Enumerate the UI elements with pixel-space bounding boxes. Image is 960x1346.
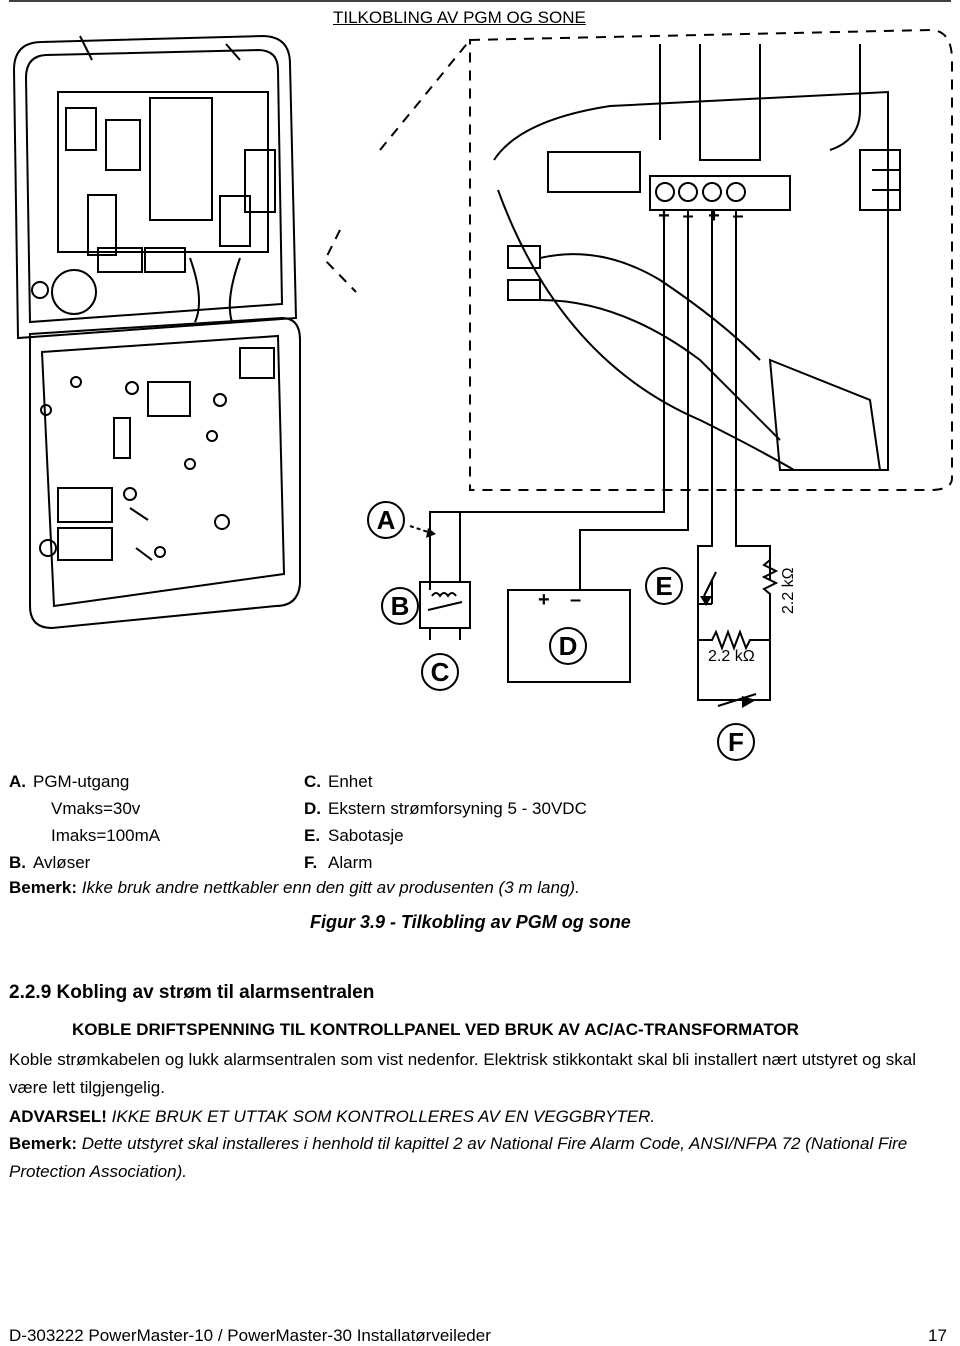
label-circle-d [549,627,587,665]
warning-line: ADVARSEL! IKKE BRUK ET UTTAK SOM KONTROL… [9,1103,944,1131]
label-circle-f [717,723,755,761]
figure-caption: Figur 3.9 - Tilkobling av PGM og sone [310,912,631,932]
control-panel-drawing [12,34,301,630]
legend-item-c: C.Enhet [304,772,373,791]
legend-item-a: A.PGM-utgang [9,772,130,791]
resistor-label-horizontal: 2.2 kΩ [708,648,755,665]
section-paragraph: Koble strømkabelen og lukk alarmsentrale… [9,1050,917,1097]
legend-left: A.PGM-utgang Vmaks=30v Imaks=100mA B.Avl… [9,768,160,876]
label-c: C [431,657,450,687]
label-b: B [391,591,410,621]
component-labels [367,501,755,761]
legend-right: C.Enhet D.Ekstern strømforsyning 5 - 30V… [304,768,587,876]
label-a: A [377,505,396,535]
section-note: Bemerk: Dette utstyret skal installeres … [9,1130,944,1186]
section-note-text: Dette utstyret skal installeres i henhol… [9,1134,908,1181]
zoom-guides [323,28,953,491]
label-d: D [559,631,578,661]
label-circle-b [381,587,419,625]
psu-minus-label: – [570,589,581,611]
terminal-plus-2: + [708,205,720,227]
zoomed-terminal-detail [493,44,901,471]
footer-page-number: 17 [928,1326,947,1345]
legend-item-e: E.Sabotasje [304,826,404,845]
warning-label: ADVARSEL! [9,1107,107,1126]
legend-item-vmax: Vmaks=30v [51,799,141,818]
label-circle-a [367,501,405,539]
section-note-label: Bemerk: [9,1134,78,1153]
label-e: E [655,571,672,601]
legend-item-f: F.Alarm [304,853,373,872]
legend-item-d: D.Ekstern strømforsyning 5 - 30VDC [304,799,587,818]
figure-title: TILKOBLING AV PGM OG SONE [333,8,586,27]
terminal-minus-2: – [732,205,743,227]
footer-document-title: D-303222 PowerMaster-10 / PowerMaster-30… [9,1326,491,1345]
label-f: F [728,727,744,757]
wiring-diagram: + – + – [9,0,953,761]
label-circle-c [421,653,459,691]
figure-note-label: Bemerk: [9,878,78,897]
section-subheading: KOBLE DRIFTSPENNING TIL KONTROLLPANEL VE… [72,1020,799,1039]
warning-text: IKKE BRUK ET UTTAK SOM KONTROLLERES AV E… [106,1107,656,1126]
psu-plus-label: + [538,589,550,611]
legend-item-b: B.Avløser [9,853,91,872]
label-circle-e [645,567,683,605]
figure-note: Bemerk: Ikke bruk andre nettkabler enn d… [9,878,580,898]
resistor-label-vertical: 2.2 kΩ [780,567,797,614]
figure-note-text: Ikke bruk andre nettkabler enn den gitt … [77,878,580,897]
wiring-schematic [419,210,779,707]
terminal-polarity-labels: + – + – [658,205,743,227]
legend-item-imax: Imaks=100mA [51,826,161,845]
section-heading: 2.2.9 Kobling av strøm til alarmsentrale… [9,982,375,1003]
